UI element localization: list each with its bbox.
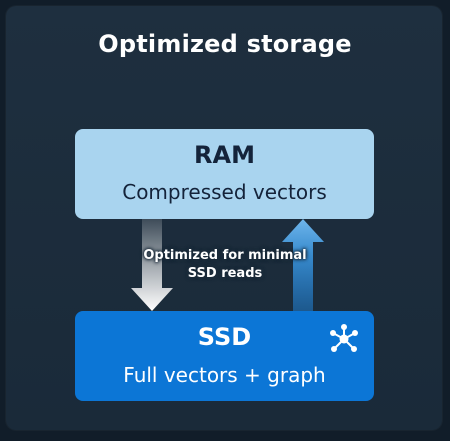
- ssd-title: SSD: [197, 323, 252, 351]
- ssd-subtitle: Full vectors + graph: [123, 363, 326, 387]
- ram-title: RAM: [194, 141, 255, 169]
- arrow-label: Optimized for minimal SSD reads: [130, 247, 320, 283]
- ssd-box: SSD Full vectors + graph: [75, 311, 374, 401]
- diagram-title: Optimized storage: [98, 30, 352, 58]
- graph-icon: [330, 324, 358, 352]
- arrow-label-line1: Optimized for minimal: [143, 248, 307, 263]
- ram-subtitle: Compressed vectors: [122, 180, 327, 204]
- ram-box: RAM Compressed vectors: [75, 129, 374, 219]
- arrow-label-line2: SSD reads: [187, 266, 263, 281]
